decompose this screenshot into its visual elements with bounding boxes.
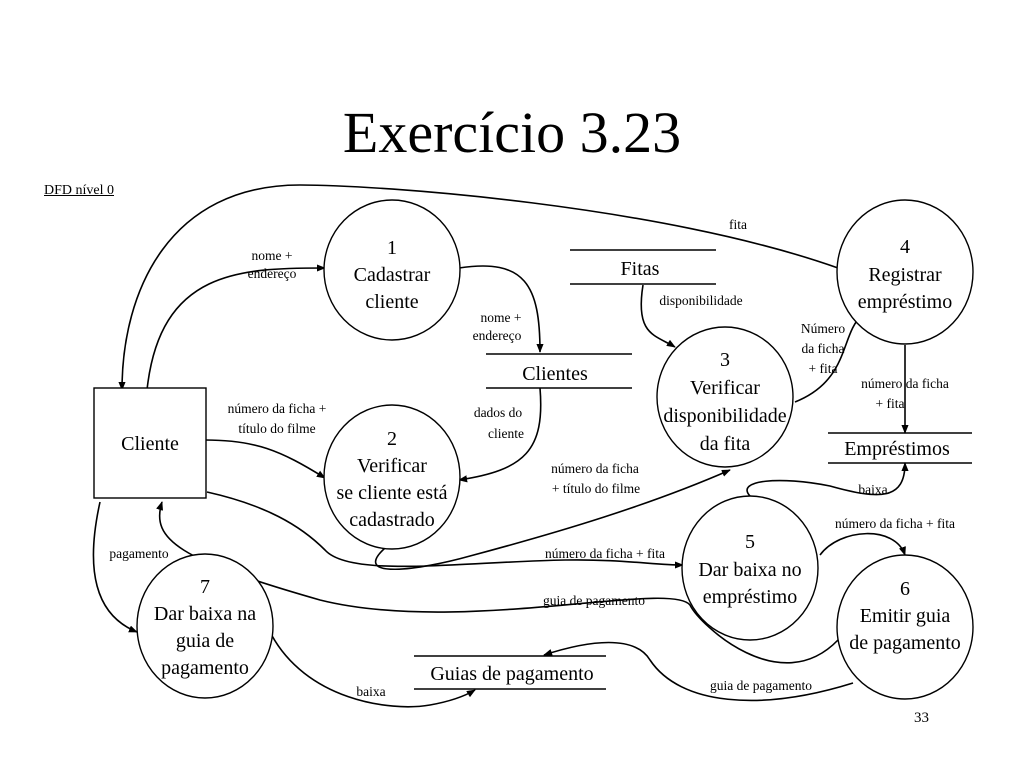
flow-label-numero-ficha-titulo: + título do filme bbox=[552, 481, 640, 496]
flow-label-numero-ficha-titulo: título do filme bbox=[238, 421, 315, 436]
process-label-line: empréstimo bbox=[703, 586, 797, 608]
flow-label-numero-ficha-fita: Número bbox=[801, 321, 845, 336]
flow-label-baixa: baixa bbox=[356, 684, 385, 699]
process-id: 4 bbox=[900, 236, 910, 258]
process-label-line: empréstimo bbox=[858, 291, 952, 313]
flow-label-dados-cliente: cliente bbox=[488, 426, 524, 441]
process-label-line: disponibilidade bbox=[663, 405, 786, 427]
process-label-line: pagamento bbox=[161, 657, 249, 679]
process-label-line: Verificar bbox=[357, 455, 427, 477]
flow-label-numero-ficha-fita: número da ficha bbox=[861, 376, 949, 391]
process-label-line: Emitir guia bbox=[860, 605, 951, 627]
diagram-subtitle: DFD nível 0 bbox=[44, 183, 114, 198]
flow-label-nome-endereco: nome + bbox=[252, 248, 293, 263]
flow-label-nome-endereco: endereço bbox=[473, 328, 522, 343]
flow-baixa-emprestimos bbox=[746, 462, 909, 497]
process-4[interactable]: 4 Registrar empréstimo bbox=[836, 199, 974, 345]
flow-nome-endereco-to-clientes bbox=[458, 265, 544, 353]
store-label: Guias de pagamento bbox=[430, 663, 593, 685]
process-label-line: guia de bbox=[176, 630, 234, 652]
flow-numero-ficha-titulo-to-2 bbox=[204, 439, 326, 479]
flow-label-nome-endereco: nome + bbox=[481, 310, 522, 325]
flow-label-dados-cliente: dados do bbox=[474, 405, 523, 420]
flow-label-numero-ficha-fita: número da ficha + fita bbox=[545, 546, 665, 561]
process-label-line: Verificar bbox=[690, 377, 760, 399]
process-label-line: de pagamento bbox=[849, 632, 961, 654]
flow-baixa-guia bbox=[269, 631, 476, 708]
flow-fita bbox=[118, 184, 839, 391]
process-1[interactable]: 1 Cadastrar cliente bbox=[323, 199, 461, 341]
process-label-line: Registrar bbox=[868, 264, 942, 286]
page-number: 33 bbox=[914, 710, 929, 726]
flow-label-disponibilidade: disponibilidade bbox=[659, 293, 742, 308]
flow-pagamento bbox=[92, 501, 138, 633]
store-label: Empréstimos bbox=[844, 438, 950, 460]
flow-label-fita: fita bbox=[729, 217, 747, 232]
flow-label-nome-endereco: endereço bbox=[248, 266, 297, 281]
flow-dados-cliente bbox=[458, 387, 542, 483]
flow-labels: fita nome + endereço nome + endereço dis… bbox=[109, 217, 955, 699]
store-label: Clientes bbox=[522, 363, 588, 385]
flow-label-numero-ficha-titulo: número da ficha bbox=[551, 461, 639, 476]
process-label-line: Dar baixa na bbox=[154, 603, 256, 625]
process-label-line: da fita bbox=[700, 433, 751, 455]
process-5[interactable]: 5 Dar baixa no empréstimo bbox=[681, 495, 819, 641]
flow-disponibilidade bbox=[640, 284, 676, 348]
process-id: 1 bbox=[387, 237, 397, 259]
process-id: 6 bbox=[900, 578, 910, 600]
process-label-line: cadastrado bbox=[349, 509, 435, 531]
process-id: 5 bbox=[745, 531, 755, 553]
flow-cliente-to-5 bbox=[206, 491, 684, 569]
process-7[interactable]: 7 Dar baixa na guia de pagamento bbox=[136, 553, 274, 699]
process-6[interactable]: 6 Emitir guia de pagamento bbox=[836, 554, 974, 700]
process-id: 7 bbox=[200, 576, 210, 598]
process-label-line: cliente bbox=[365, 291, 418, 313]
process-2[interactable]: 2 Verificar se cliente está cadastrado bbox=[323, 404, 461, 550]
flow-label-guia-pagamento: guia de pagamento bbox=[543, 593, 645, 608]
process-id: 3 bbox=[720, 349, 730, 371]
entity-cliente[interactable]: Cliente bbox=[93, 387, 207, 499]
flow-label-numero-ficha-titulo: número da ficha + bbox=[228, 401, 327, 416]
flow-guia-to-store bbox=[543, 641, 854, 702]
flow-label-numero-ficha-fita: número da ficha + fita bbox=[835, 516, 955, 531]
flow-numero-ficha-titulo-to-3 bbox=[374, 469, 731, 571]
process-label-line: se cliente está bbox=[336, 482, 447, 504]
process-3[interactable]: 3 Verificar disponibilidade da fita bbox=[656, 326, 794, 468]
flow-label-numero-ficha-fita: + fita bbox=[876, 396, 905, 411]
flow-label-pagamento: pagamento bbox=[109, 546, 168, 561]
store-clientes[interactable]: Clientes bbox=[486, 353, 632, 389]
entity-label: Cliente bbox=[121, 433, 179, 455]
store-guias-de-pagamento[interactable]: Guias de pagamento bbox=[414, 655, 606, 690]
store-fitas[interactable]: Fitas bbox=[570, 249, 716, 285]
flow-label-numero-ficha-fita: + fita bbox=[809, 361, 838, 376]
store-label: Fitas bbox=[621, 258, 660, 280]
slide-title: Exercício 3.23 bbox=[342, 100, 682, 165]
flow-nome-endereco-to-1 bbox=[146, 264, 326, 391]
process-label-line: Cadastrar bbox=[354, 264, 431, 286]
flow-numero-ficha-fita-to-6 bbox=[819, 532, 906, 556]
process-id: 2 bbox=[387, 428, 397, 450]
flow-label-guia-pagamento: guia de pagamento bbox=[710, 678, 812, 693]
store-emprestimos[interactable]: Empréstimos bbox=[828, 432, 972, 464]
flow-label-baixa: baixa bbox=[858, 482, 887, 497]
flow-label-numero-ficha-fita: da ficha bbox=[801, 341, 844, 356]
process-label-line: Dar baixa no bbox=[698, 559, 801, 581]
